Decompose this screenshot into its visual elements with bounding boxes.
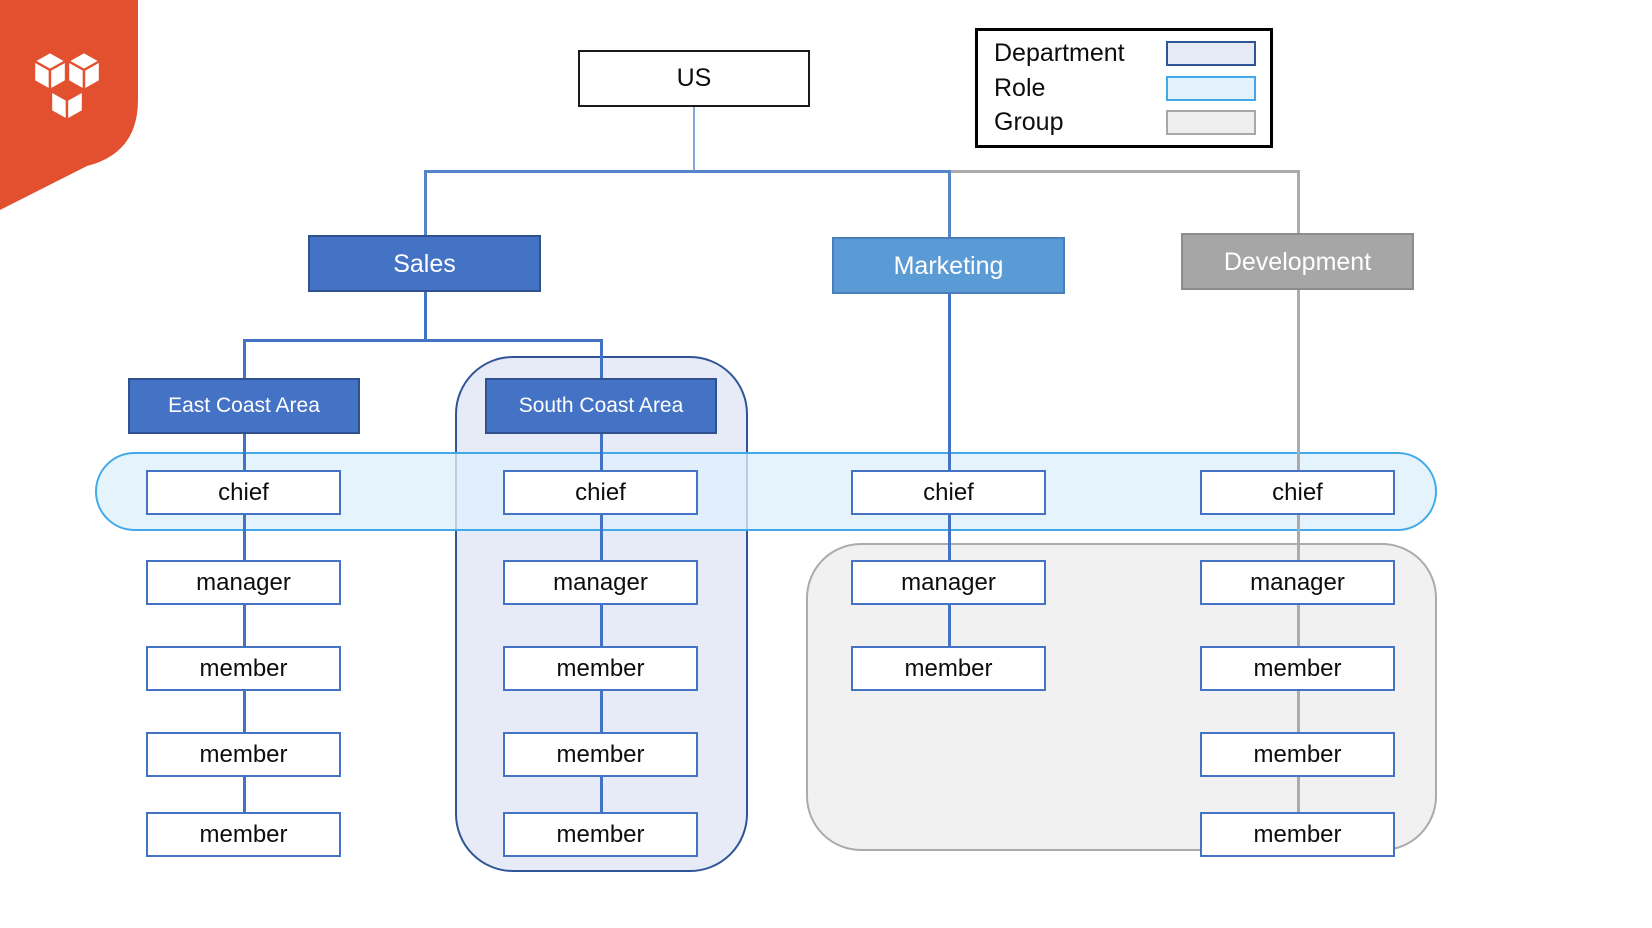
root-node-us: US xyxy=(578,50,810,107)
node-development-chief: chief xyxy=(1200,470,1395,515)
connector-south-chief-manager xyxy=(600,515,603,560)
legend: Department Role Group xyxy=(975,28,1273,148)
connector-east-manager-member xyxy=(243,605,246,646)
connector-east-chief-manager xyxy=(243,515,246,560)
connector-marketing-chief-manager xyxy=(948,515,951,560)
connector-tier1-right xyxy=(949,170,1299,173)
legend-row-department: Department xyxy=(994,39,1256,68)
legend-swatch-group xyxy=(1166,110,1256,136)
connector-areas-horizontal xyxy=(243,339,601,342)
connector-marketing-chief xyxy=(948,294,951,470)
connector-south-member1-member2 xyxy=(600,691,603,732)
brand-logo xyxy=(0,0,140,212)
connector-development-chief-manager xyxy=(1297,515,1300,560)
legend-label-department: Department xyxy=(994,38,1125,67)
connector-east-area-chief xyxy=(243,434,246,470)
connector-development-member1-member2 xyxy=(1297,691,1300,732)
node-south-coast-member-1: member xyxy=(503,646,698,691)
legend-row-role: Role xyxy=(994,74,1256,103)
node-marketing-manager: manager xyxy=(851,560,1046,605)
connector-south-manager-member xyxy=(600,605,603,646)
node-marketing-member-1: member xyxy=(851,646,1046,691)
connector-development-stem xyxy=(1297,170,1300,233)
connector-tier1-left xyxy=(424,170,949,173)
department-node-marketing: Marketing xyxy=(832,237,1065,294)
node-south-coast-member-3: member xyxy=(503,812,698,857)
legend-label-role: Role xyxy=(994,73,1046,102)
connector-marketing-stem xyxy=(948,170,951,237)
legend-swatch-role xyxy=(1166,75,1256,101)
node-east-coast-member-3: member xyxy=(146,812,341,857)
node-south-coast-member-2: member xyxy=(503,732,698,777)
legend-row-group: Group xyxy=(994,108,1256,137)
connector-sales-down xyxy=(424,292,427,341)
connector-south-area-stem xyxy=(600,339,603,378)
connector-sales-stem xyxy=(424,170,427,235)
connector-development-manager-member xyxy=(1297,605,1300,646)
node-development-manager: manager xyxy=(1200,560,1395,605)
treasure-data-cubes-icon xyxy=(0,0,138,210)
connector-east-member1-member2 xyxy=(243,691,246,732)
area-node-south-coast: South Coast Area xyxy=(485,378,717,434)
legend-label-group: Group xyxy=(994,108,1064,137)
node-marketing-chief: chief xyxy=(851,470,1046,515)
node-east-coast-chief: chief xyxy=(146,470,341,515)
area-node-east-coast: East Coast Area xyxy=(128,378,360,434)
department-node-development: Development xyxy=(1181,233,1414,290)
connector-us-stem xyxy=(692,107,695,171)
connector-development-member2-member3 xyxy=(1297,777,1300,812)
legend-swatch-department xyxy=(1166,40,1256,66)
connector-south-area-chief xyxy=(600,434,603,470)
connector-east-area-stem xyxy=(243,339,246,378)
department-node-sales: Sales xyxy=(308,235,541,292)
node-south-coast-manager: manager xyxy=(503,560,698,605)
node-development-member-1: member xyxy=(1200,646,1395,691)
connector-development-chief xyxy=(1297,288,1300,470)
node-south-coast-chief: chief xyxy=(503,470,698,515)
connector-east-member2-member3 xyxy=(243,777,246,812)
node-east-coast-member-2: member xyxy=(146,732,341,777)
node-development-member-2: member xyxy=(1200,732,1395,777)
node-development-member-3: member xyxy=(1200,812,1395,857)
node-east-coast-member-1: member xyxy=(146,646,341,691)
connector-marketing-manager-member xyxy=(948,605,951,646)
connector-south-member2-member3 xyxy=(600,777,603,812)
node-east-coast-manager: manager xyxy=(146,560,341,605)
